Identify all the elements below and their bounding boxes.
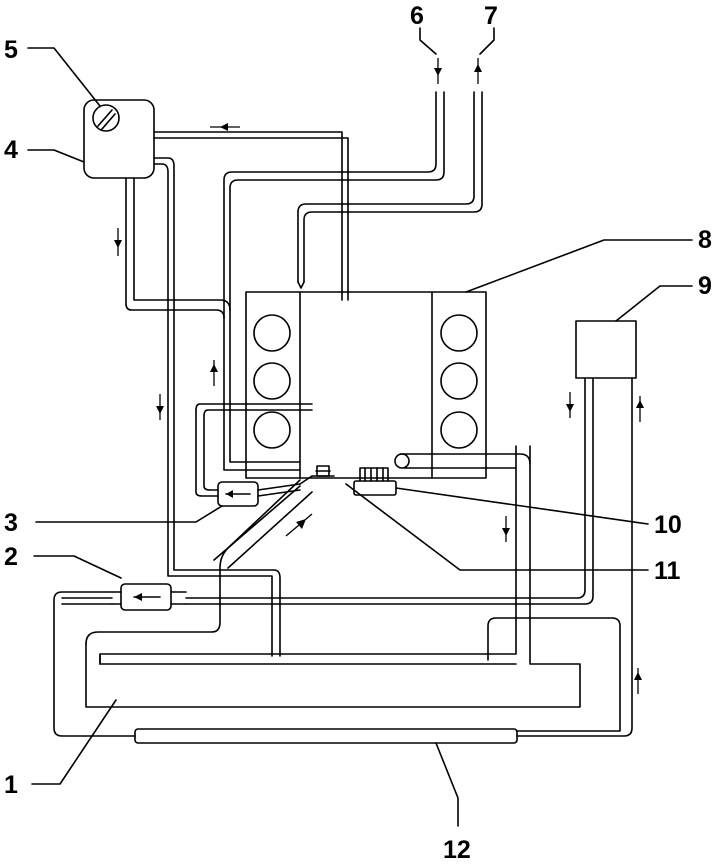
flow-arrow-diagonal [285, 513, 313, 537]
callout-1: 1 [4, 771, 18, 799]
callout-6: 6 [410, 2, 424, 30]
expansion-tank [83, 99, 155, 179]
radiator [85, 445, 581, 708]
temperature-sensor [311, 465, 335, 477]
pressure-cap [92, 104, 120, 132]
flow-arrow-left [210, 123, 240, 131]
flow-arrows [114, 58, 644, 694]
coolant-valve-3 [217, 481, 259, 507]
callout-8: 8 [698, 226, 712, 254]
callout-3: 3 [4, 509, 18, 537]
flow-arrow-tank-down [114, 228, 122, 256]
coolant-hoses [61, 91, 594, 657]
flow-arrow-heater-down [566, 392, 574, 418]
flow-arrow-return-down [502, 516, 510, 542]
callout-11: 11 [654, 557, 681, 585]
flow-arrow-up-left [210, 360, 218, 386]
callout-4: 4 [4, 136, 18, 164]
callout-10: 10 [654, 511, 682, 539]
callout-9: 9 [698, 272, 712, 300]
callout-2: 2 [4, 543, 18, 571]
flow-arrow-7 [474, 58, 482, 84]
flow-arrow-lower-up [634, 668, 642, 694]
callout-12: 12 [443, 836, 471, 864]
leader-lines [27, 27, 693, 827]
flow-arrow-down-left [156, 394, 164, 420]
callout-labels: 5 4 6 7 8 9 3 10 2 11 1 12 [4, 2, 712, 864]
callout-5: 5 [4, 36, 18, 64]
coolant-valve-2 [111, 583, 187, 611]
flow-arrow-heater-up [636, 396, 644, 422]
thermostat [353, 467, 397, 496]
callout-7: 7 [484, 2, 498, 30]
flow-arrow-6 [434, 58, 442, 84]
radiator-lower-bar [53, 377, 633, 744]
engine-block [245, 291, 487, 479]
heater-core [575, 320, 637, 379]
